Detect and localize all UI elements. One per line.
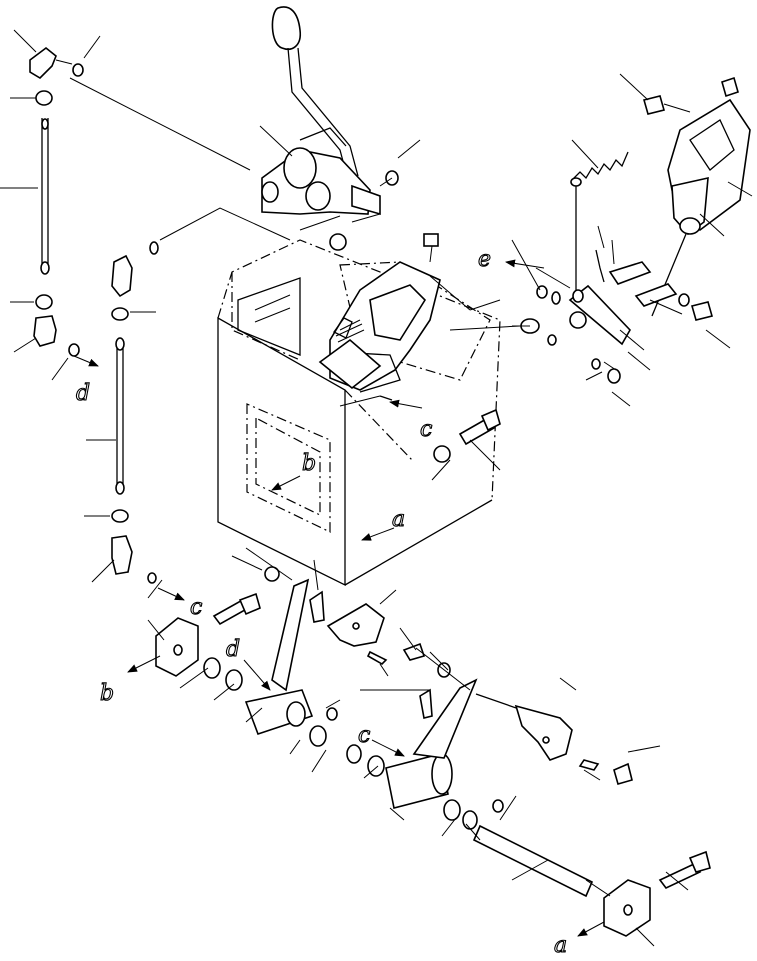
callout-b-left: b xyxy=(100,681,114,706)
upper-rod-end xyxy=(29,46,84,80)
callout-arrows xyxy=(73,259,605,937)
control-box-housing xyxy=(217,239,501,587)
lower-rod xyxy=(111,307,157,584)
control-lever xyxy=(271,6,359,181)
lever-arm-right xyxy=(520,249,713,384)
lever-bracket xyxy=(261,127,381,216)
pillow-block-right xyxy=(603,850,711,937)
callout-a-box: a xyxy=(392,507,405,532)
cam-plate xyxy=(326,603,451,678)
pivot-arm-right xyxy=(412,678,633,785)
box-bolt xyxy=(433,408,501,463)
callout-c-shaft: c xyxy=(358,723,370,748)
small-nuts xyxy=(329,170,399,251)
pivot-arm-left xyxy=(212,566,338,747)
upper-rod xyxy=(33,90,80,357)
callout-e: e xyxy=(478,247,491,272)
return-spring xyxy=(570,151,629,290)
callout-c-box: c xyxy=(420,417,432,442)
elbow-fitting-upper xyxy=(111,241,159,298)
callout-d-rod: d xyxy=(76,381,90,406)
callout-c-left: c xyxy=(190,595,202,620)
main-shaft xyxy=(346,744,594,898)
callout-d-arm: d xyxy=(226,637,240,662)
pillow-block-left xyxy=(155,617,243,691)
callout-letters: e c b a d c d b c a xyxy=(75,246,567,958)
callout-a-bottom: a xyxy=(554,933,567,958)
leader-lines xyxy=(0,29,753,947)
control-valve xyxy=(318,233,441,401)
callout-b-box: b xyxy=(302,451,316,476)
solenoid-cylinder xyxy=(643,76,751,317)
